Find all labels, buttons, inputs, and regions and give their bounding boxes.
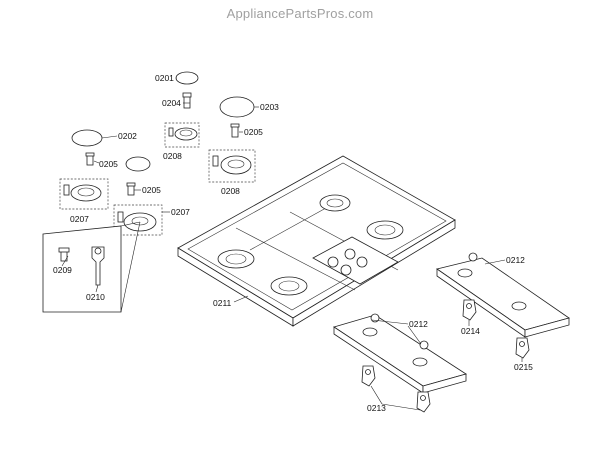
callout-0205-left: 0205 <box>99 159 118 169</box>
burner-base-0208-top <box>164 122 200 148</box>
callout-0205-mid: 0205 <box>142 185 161 195</box>
cooktop-top-0211 <box>177 155 456 327</box>
callout-0204: 0204 <box>162 98 181 108</box>
callout-0207-left: 0207 <box>70 214 89 224</box>
callout-0212-right: 0212 <box>506 255 525 265</box>
callout-0208-top: 0208 <box>163 151 182 161</box>
spark-plug-0204 <box>182 92 192 109</box>
bracket-0212-left <box>333 313 467 394</box>
callout-0201: 0201 <box>155 73 174 83</box>
valve-0213-b <box>416 391 431 413</box>
callout-0203: 0203 <box>260 102 279 112</box>
callout-0212-left: 0212 <box>409 319 428 329</box>
watermark: AppliancePartsPros.com <box>226 6 374 21</box>
callout-0214: 0214 <box>461 326 480 336</box>
valve-0215 <box>515 337 530 359</box>
callout-0215: 0215 <box>514 362 533 372</box>
igniter-0205-mid <box>126 182 136 196</box>
burner-cap-0201 <box>175 71 199 85</box>
igniter-0205-top <box>230 123 240 138</box>
bracket-0212-right <box>436 252 570 338</box>
burner-cap-0202 <box>71 129 103 147</box>
callout-0202: 0202 <box>118 131 137 141</box>
screw-0209 <box>58 247 70 262</box>
burner-base-0207-left <box>59 178 109 210</box>
callout-0209: 0209 <box>53 265 72 275</box>
burner-base-0208-right <box>208 149 256 183</box>
callout-0210: 0210 <box>86 292 105 302</box>
callout-0213: 0213 <box>367 403 386 413</box>
burner-cap-0202b <box>125 156 151 172</box>
igniter-0205-left <box>85 152 95 166</box>
valve-0210 <box>91 246 105 286</box>
callout-0207-mid: 0207 <box>171 207 190 217</box>
leader-lines <box>61 77 523 411</box>
callout-0205-top: 0205 <box>244 127 263 137</box>
burner-cap-0203 <box>219 96 255 118</box>
valve-0214 <box>462 299 477 321</box>
valve-0213-a <box>361 365 376 387</box>
callout-0211: 0211 <box>213 298 232 308</box>
callout-0208-right: 0208 <box>221 186 240 196</box>
